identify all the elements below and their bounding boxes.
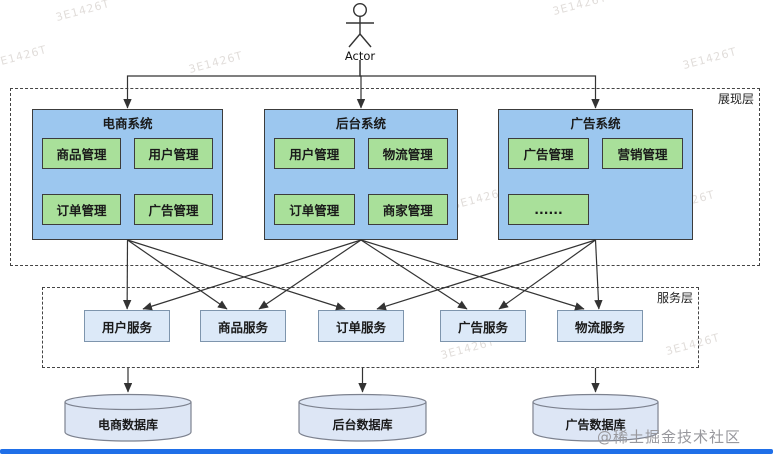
services-layer-label: 服务层	[656, 291, 693, 305]
system-ecommerce: 电商系统 商品管理 用户管理 订单管理 广告管理	[32, 109, 223, 240]
actor-figure-icon	[346, 2, 374, 48]
bottom-accent-bar	[0, 449, 773, 454]
db-ad-label: 广告数据库	[565, 418, 626, 432]
system-ad-modules: 广告管理 营销管理 ......	[499, 134, 692, 225]
module-box: 用户管理	[134, 138, 213, 169]
module-box: 用户管理	[274, 138, 355, 169]
database-cylinder-icon	[532, 393, 659, 442]
module-box: 物流管理	[367, 138, 448, 169]
module-box: 订单管理	[42, 194, 121, 225]
watermark-fragment: 3E1426T	[0, 43, 49, 70]
juejin-attribution: @稀土掘金技术社区	[597, 428, 742, 446]
database-cylinder-icon	[64, 393, 192, 442]
service-ad: 广告服务	[440, 310, 526, 342]
watermark-fragment: 3E1426T	[54, 0, 112, 24]
module-box: ......	[508, 194, 589, 225]
db-backend-label: 后台数据库	[332, 418, 393, 432]
db-ecommerce: 电商数据库	[63, 393, 193, 443]
module-box: 订单管理	[274, 194, 355, 225]
module-box: 广告管理	[508, 138, 589, 169]
db-ecommerce-label: 电商数据库	[97, 418, 158, 432]
system-ecommerce-modules: 商品管理 用户管理 订单管理 广告管理	[33, 134, 222, 225]
service-order: 订单服务	[318, 310, 404, 342]
system-backend-modules: 用户管理 物流管理 订单管理 商家管理	[265, 134, 457, 225]
system-backend-title: 后台系统	[335, 116, 386, 131]
system-ecommerce-title: 电商系统	[102, 116, 153, 131]
watermark-fragment: 3E1426T	[551, 0, 609, 18]
actor: Actor	[333, 2, 387, 63]
module-box: 广告管理	[134, 194, 213, 225]
module-box: 商家管理	[367, 194, 448, 225]
system-ad-title: 广告系统	[570, 116, 621, 131]
watermark-fragment: 3E1426T	[187, 49, 245, 76]
module-box: 营销管理	[602, 138, 683, 169]
db-ad: 广告数据库	[531, 393, 660, 443]
module-box: 商品管理	[42, 138, 121, 169]
presentation-layer-label: 展现层	[717, 92, 754, 106]
service-user: 用户服务	[84, 310, 170, 342]
service-product: 商品服务	[200, 310, 286, 342]
service-logistics: 物流服务	[557, 310, 643, 342]
database-cylinder-icon	[298, 393, 427, 442]
system-ad: 广告系统 广告管理 营销管理 ......	[498, 109, 693, 240]
watermark-fragment: 3E1426T	[681, 45, 739, 72]
system-backend: 后台系统 用户管理 物流管理 订单管理 商家管理	[264, 109, 458, 240]
actor-label: Actor	[344, 49, 376, 63]
db-backend: 后台数据库	[297, 393, 428, 443]
